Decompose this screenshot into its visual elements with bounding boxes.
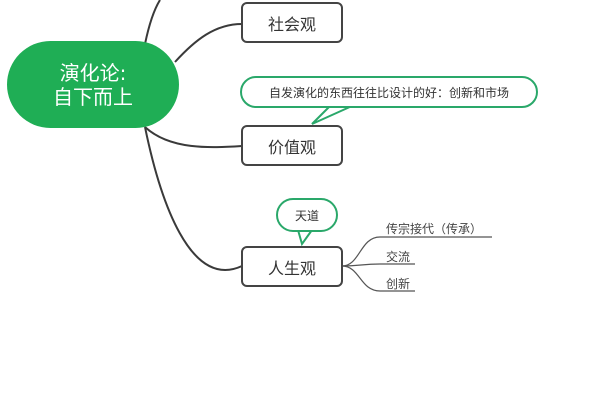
callout-life-view[interactable]: 天道 — [276, 198, 338, 232]
node-label: 价值观 — [267, 137, 316, 157]
leaf-communication[interactable]: 交流 — [386, 250, 411, 264]
root-line2: 自下而上 — [53, 84, 133, 109]
callout-text: 天道 — [294, 208, 319, 223]
node-social-view[interactable]: 社会观 — [241, 2, 343, 43]
node-life-view[interactable]: 人生观 — [241, 246, 343, 287]
callout-text: 自发演化的东西往往比设计的好：创新和市场 — [268, 85, 509, 100]
root-line1: 演化论: — [59, 60, 127, 85]
node-label: 人生观 — [267, 258, 316, 278]
leaf-innovation[interactable]: 创新 — [386, 277, 411, 291]
leaf-inheritance[interactable]: 传宗接代（传承） — [386, 222, 483, 236]
root-node[interactable]: 演化论: 自下而上 — [7, 41, 179, 128]
node-label: 社会观 — [267, 14, 316, 34]
node-value-view[interactable]: 价值观 — [241, 125, 343, 166]
callout-value-view[interactable]: 自发演化的东西往往比设计的好：创新和市场 — [240, 76, 538, 108]
